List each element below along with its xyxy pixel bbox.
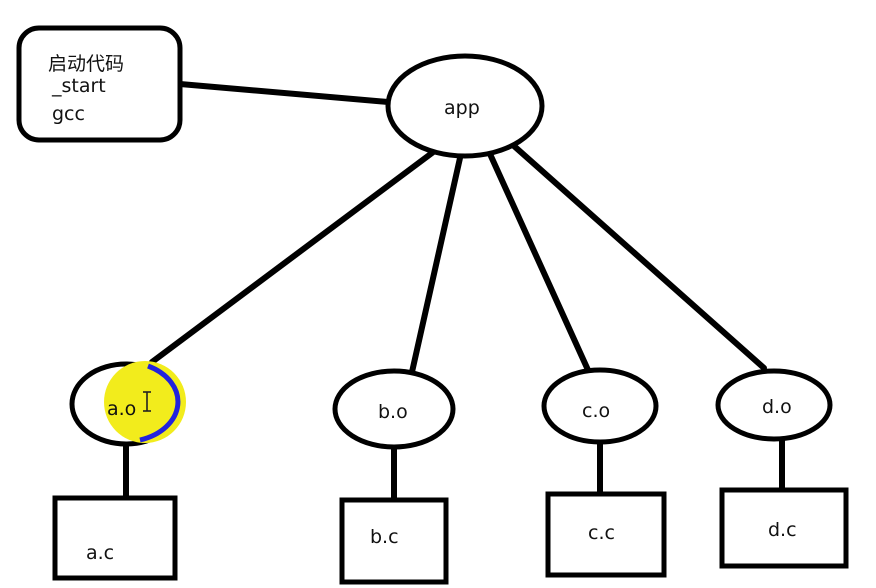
edge-app-b-o [409,155,463,375]
app-node-shape [385,53,545,159]
source-node-d-label: d.c [768,519,797,541]
object-node-b-label: b.o [378,401,408,423]
object-node-b: b.o [332,368,456,450]
edge-app-a-o [149,147,439,365]
object-node-d: d.o [715,368,833,442]
startup-line-2: _start [51,75,106,97]
object-node-c-shape [541,367,659,445]
source-node-a-shape [52,495,178,581]
startup-box-frame [16,25,183,143]
app-node: app [385,53,545,159]
object-node-d-label: d.o [762,396,792,418]
source-node-a-label: a.c [86,542,114,564]
source-node-d: d.c [719,487,849,569]
source-node-b: b.c [339,497,449,585]
object-node-d-shape [715,368,833,442]
edge-startup-app [177,81,391,105]
source-node-b-label: b.c [370,526,399,548]
startup-box: 启动代码 _start gcc [16,25,183,143]
text-cursor-icon [143,391,151,412]
object-node-a: a.o [69,361,186,447]
source-node-a: a.c [52,495,178,581]
app-node-label: app [444,97,480,119]
highlight-marker [104,361,186,443]
source-node-b-shape [339,497,449,585]
highlight-arc [139,363,181,443]
source-node-c: c.c [545,491,667,578]
edge-app-c-o [487,151,591,373]
source-node-c-shape [545,491,667,578]
startup-line-3: gcc [52,103,85,125]
startup-line-1: 启动代码 [48,53,124,75]
source-node-d-shape [719,487,849,569]
object-node-c-label: c.o [582,400,610,422]
edge-app-d-o [511,143,767,371]
object-node-c: c.o [541,367,659,445]
source-node-c-label: c.c [588,522,615,544]
edges [123,81,785,503]
object-node-b-shape [332,368,456,450]
object-node-a-label: a.o [107,398,136,420]
